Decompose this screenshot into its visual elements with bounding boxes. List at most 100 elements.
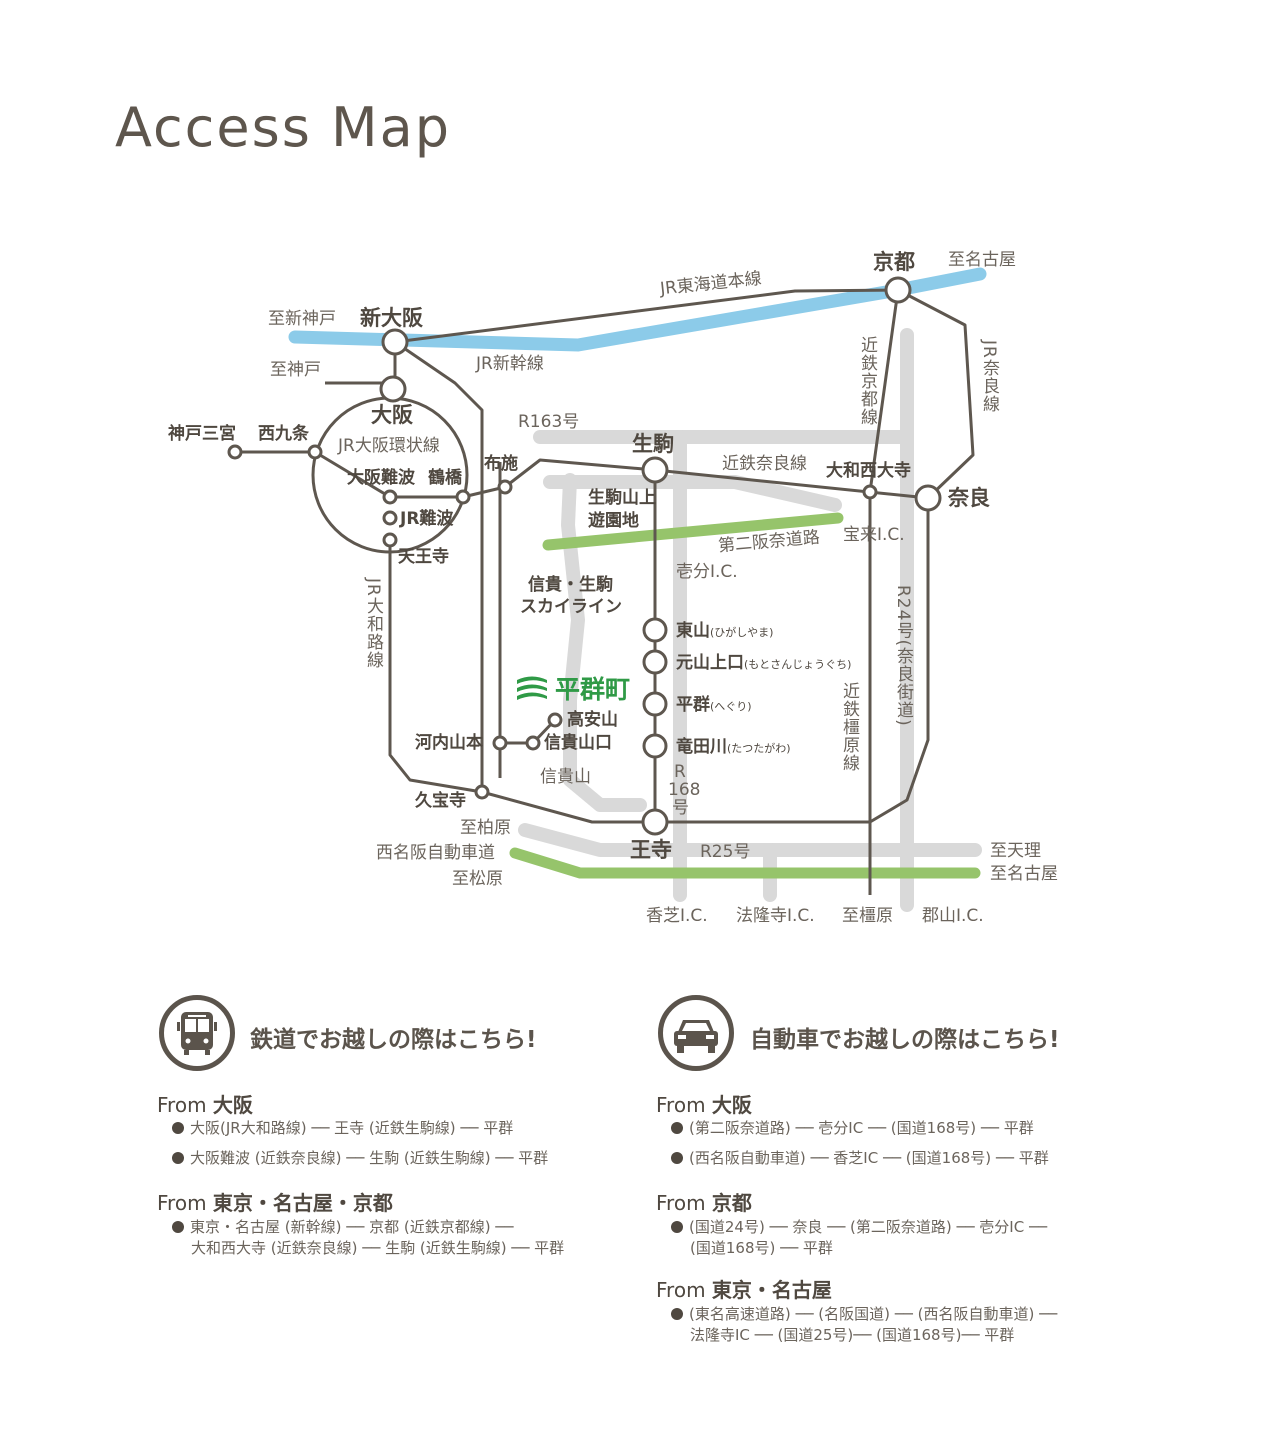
label-to-shinkobe: 至新神戸 bbox=[268, 309, 336, 329]
station-higashiyama bbox=[642, 617, 668, 643]
label-to-kashiwara: 至柏原 bbox=[460, 818, 511, 838]
label-r25: R25号 bbox=[700, 842, 751, 862]
label-to-kobe: 至神戸 bbox=[270, 360, 321, 380]
label-skyline1: 信貴・生駒 bbox=[528, 575, 613, 595]
station-ikoma bbox=[641, 456, 669, 484]
label-to-kashihara: 至橿原 bbox=[842, 906, 893, 926]
label-r24: R24号(奈良街道) bbox=[893, 585, 913, 727]
page-title: Access Map bbox=[115, 96, 451, 159]
stations bbox=[227, 276, 942, 836]
station-kyoto bbox=[884, 276, 912, 304]
car-from-tokyo: From 東京・名古屋 bbox=[656, 1278, 832, 1302]
station-kyuhoji bbox=[474, 784, 490, 800]
rail-route: 大阪難波 (近鉄奈良線) ── 生駒 (近鉄生駒線) ── 平群 bbox=[172, 1148, 548, 1169]
label-tatsuta: 竜田川(たつたがわ) bbox=[676, 737, 791, 757]
label-kobesannomiya: 神戸三宮 bbox=[168, 424, 236, 444]
label-shinkansen: JR新幹線 bbox=[476, 354, 544, 374]
station-jrnamba bbox=[382, 510, 398, 526]
roads bbox=[518, 328, 982, 912]
label-kintetsu-kashihara: 近鉄橿原線 bbox=[839, 682, 859, 772]
station-nishikujo bbox=[307, 444, 323, 460]
label-jrnamba: JR難波 bbox=[400, 509, 454, 529]
station-osakanamba bbox=[382, 489, 398, 505]
label-horai: 宝来I.C. bbox=[843, 525, 905, 545]
car-route: (東名高速道路) ── (名阪国道) ── (西名阪自動車道) ──法隆寺IC … bbox=[671, 1304, 1057, 1346]
label-osaka: 大阪 bbox=[371, 403, 413, 427]
road-skyline bbox=[561, 473, 647, 812]
label-to-nagoya-top: 至名古屋 bbox=[948, 250, 1016, 270]
label-to-matsubara: 至松原 bbox=[452, 869, 503, 889]
jr-loop-connector bbox=[394, 340, 484, 792]
station-shinosaka bbox=[381, 328, 409, 356]
label-shigisan: 信貴山 bbox=[540, 767, 591, 787]
label-to-nagoya-bottom: 至名古屋 bbox=[990, 864, 1058, 884]
label-to-tenri: 至天理 bbox=[990, 841, 1041, 861]
station-tennoji bbox=[382, 532, 398, 548]
station-heguri bbox=[642, 691, 668, 717]
rail-heading: 鉄道でお越しの際はこちら! bbox=[250, 1027, 537, 1053]
label-takayasu: 高安山 bbox=[567, 710, 618, 730]
label-ichibu: 壱分I.C. bbox=[676, 562, 738, 582]
label-heguri: 平群(へぐり) bbox=[676, 695, 752, 715]
rail-route: 大阪(JR大和路線) ── 王寺 (近鉄生駒線) ── 平群 bbox=[172, 1118, 513, 1139]
label-motoyama: 元山上口(もとさんじょうぐち) bbox=[676, 653, 852, 673]
rail-route: 東京・名古屋 (新幹線) ── 京都 (近鉄京都線) ──大和西大寺 (近鉄奈良… bbox=[172, 1217, 564, 1259]
label-jr-yamatoji: JR大和路線 bbox=[363, 578, 383, 669]
brand-name: 平群町 bbox=[555, 675, 631, 704]
station-kobesannomiya bbox=[227, 444, 243, 460]
station-motoyama bbox=[642, 649, 668, 675]
car-from-osaka: From 大阪 bbox=[656, 1093, 752, 1117]
label-yuenchi: 遊園地 bbox=[588, 511, 639, 531]
shinkansen-line bbox=[288, 267, 987, 352]
car-heading: 自動車でお越しの際はこちら! bbox=[750, 1027, 1060, 1053]
label-kashiba: 香芝I.C. bbox=[646, 906, 708, 926]
label-kintetsu-nara: 近鉄奈良線 bbox=[722, 454, 807, 474]
label-yamatosaidaiji: 大和西大寺 bbox=[826, 461, 911, 481]
label-ikomasanjo: 生駒山上 bbox=[588, 488, 656, 508]
label-shinosaka: 新大阪 bbox=[360, 306, 423, 330]
station-takayasu bbox=[547, 712, 563, 728]
label-ikoma: 生駒 bbox=[632, 432, 674, 456]
car-icon bbox=[658, 995, 734, 1071]
label-kintetsu-kyoto: 近鉄京都線 bbox=[857, 336, 877, 426]
label-oji: 王寺 bbox=[630, 838, 672, 862]
station-shigisanguchi bbox=[525, 735, 541, 751]
car-route: (国道24号) ── 奈良 ── (第二阪奈道路) ── 壱分IC ──(国道1… bbox=[671, 1217, 1047, 1259]
kintetsu-nara-line bbox=[235, 450, 929, 500]
label-kawachiyamamoto: 河内山本 bbox=[415, 733, 483, 753]
label-r168-c: 号 bbox=[672, 798, 689, 818]
tokaido-line bbox=[394, 288, 899, 344]
label-tsuruhashi: 鶴橋 bbox=[428, 468, 462, 488]
station-tatsuta bbox=[642, 733, 668, 759]
access-map bbox=[227, 267, 987, 912]
station-fuse bbox=[497, 479, 513, 495]
expressway-daini-hanna bbox=[542, 512, 844, 551]
road-r25 bbox=[518, 823, 982, 857]
heguri-logo-icon bbox=[517, 676, 547, 700]
label-kyuhoji: 久宝寺 bbox=[415, 791, 466, 811]
station-kawachiyamamoto bbox=[492, 735, 508, 751]
jr-nara-line bbox=[897, 288, 975, 500]
label-nishimeihan: 西名阪自動車道 bbox=[376, 843, 495, 863]
label-r168-b: 168 bbox=[668, 780, 701, 800]
car-route: (西名阪自動車道) ── 香芝IC ── (国道168号) ── 平群 bbox=[671, 1148, 1049, 1169]
expressway-nishimeihan bbox=[509, 847, 981, 879]
rail-from-tokyo: From 東京・名古屋・京都 bbox=[157, 1191, 393, 1215]
label-osakanamba: 大阪難波 bbox=[347, 468, 415, 488]
label-r168-a: R bbox=[674, 762, 686, 782]
label-shigisanguchi: 信貴山口 bbox=[544, 733, 612, 753]
jr-yamatoji-line bbox=[388, 498, 930, 824]
train-icon bbox=[159, 995, 235, 1071]
label-tennoji: 天王寺 bbox=[398, 547, 449, 567]
rail-from-osaka: From 大阪 bbox=[157, 1093, 253, 1117]
road-hanna bbox=[543, 475, 842, 512]
label-higashiyama: 東山(ひがしやま) bbox=[676, 621, 774, 641]
car-route: (第二阪奈道路) ── 壱分IC ── (国道168号) ── 平群 bbox=[671, 1118, 1034, 1139]
label-fuse: 布施 bbox=[484, 454, 518, 474]
label-koriyama: 郡山I.C. bbox=[922, 906, 984, 926]
station-osaka bbox=[379, 375, 407, 403]
label-r163: R163号 bbox=[518, 412, 580, 432]
label-skyline2: スカイライン bbox=[520, 597, 622, 617]
label-loop: JR大阪環状線 bbox=[338, 436, 440, 456]
car-from-kyoto: From 京都 bbox=[656, 1191, 752, 1215]
